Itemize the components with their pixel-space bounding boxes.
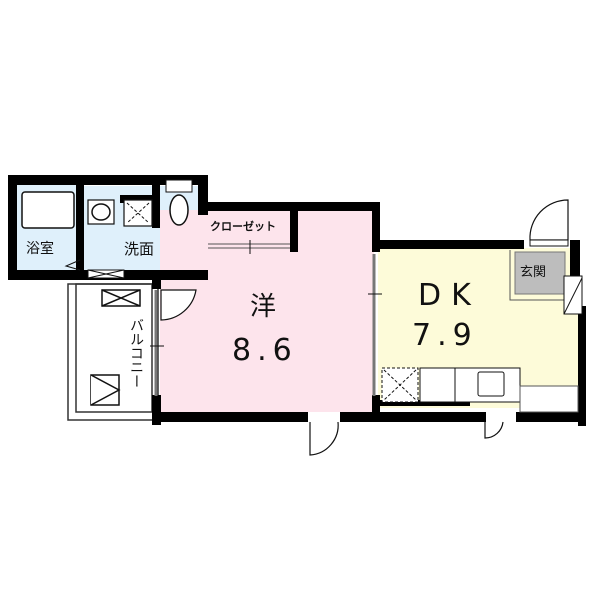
entrance-area bbox=[514, 251, 566, 295]
aircon-units bbox=[90, 289, 141, 406]
room-area-western: 8.6 bbox=[232, 333, 298, 368]
room-area-dk: 7.9 bbox=[412, 318, 478, 353]
balcony bbox=[67, 283, 159, 421]
room-label-balcony: バルコニー bbox=[128, 318, 144, 388]
room-label-bath: 浴室 bbox=[26, 241, 54, 257]
room-label-closet: クローゼット bbox=[210, 220, 276, 233]
room-label-entrance: 玄関 bbox=[520, 265, 547, 280]
room-label-western: 洋 bbox=[250, 292, 277, 322]
room-label-washroom: 洗面 bbox=[124, 240, 155, 258]
walls bbox=[8, 175, 586, 426]
room-label-dk: DK bbox=[418, 278, 481, 313]
